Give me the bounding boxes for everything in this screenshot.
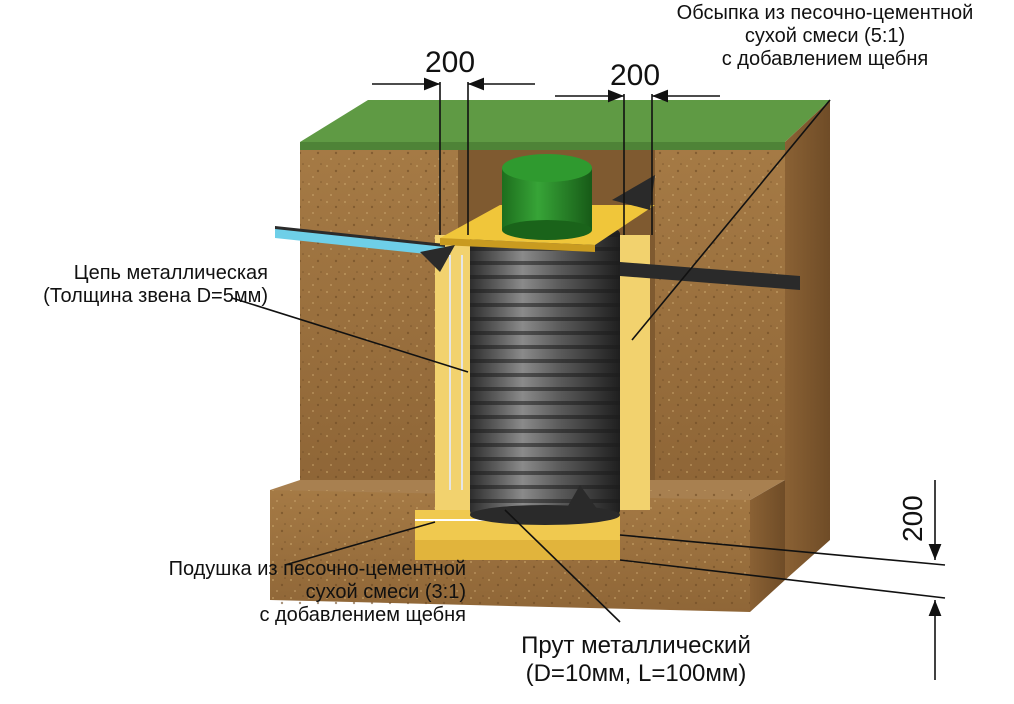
soil-base-side xyxy=(750,480,785,612)
dimension-lines xyxy=(231,77,946,680)
backfill-label-line-1: Обсыпка из песочно-цементной xyxy=(676,2,974,24)
grass-surface-edge xyxy=(300,142,785,150)
cushion-label-line-1: Подушка из песочно-цементной xyxy=(168,558,466,580)
backfill-label-line-2: сухой смеси (5:1) xyxy=(744,25,906,47)
anchor-bracket-top-left xyxy=(420,245,455,272)
dimension-left-gap: 200 xyxy=(425,46,475,79)
rod-label: Прут металлический (D=10мм, L=100мм) xyxy=(500,632,772,688)
anchor-bracket-top-right xyxy=(612,175,655,210)
soil-side xyxy=(785,100,830,580)
backfill-left xyxy=(435,235,470,510)
backfill-right xyxy=(620,235,650,510)
rod-label-line-2: (D=10мм, L=100мм) xyxy=(525,660,747,687)
backfill-label-line-3: с добавлением щебня xyxy=(721,48,929,70)
backfill-label: Обсыпка из песочно-цементной сухой смеси… xyxy=(640,2,1010,71)
inlet-pipe xyxy=(275,228,445,256)
backfill-cushion-front xyxy=(415,540,620,560)
dimension-bottom-layer: 200 xyxy=(897,495,928,542)
chain-label-line-2: (Толщина звена D=5мм) xyxy=(43,285,268,307)
cushion-label: Подушка из песочно-цементной сухой смеси… xyxy=(100,558,466,627)
grass-surface xyxy=(300,100,830,142)
chain-label: Цепь металлическая (Толщина звена D=5мм) xyxy=(0,262,268,308)
dimension-right-gap: 200 xyxy=(610,59,660,92)
rod-label-line-1: Прут металлический xyxy=(521,632,751,659)
chain-label-line-1: Цепь металлическая xyxy=(73,262,268,284)
cushion-label-line-3: с добавлением щебня xyxy=(259,604,466,626)
inlet-pipe-dark xyxy=(275,226,445,247)
metal-chain xyxy=(449,255,463,490)
anchor-bracket xyxy=(560,485,605,520)
cushion-label-line-2: сухой смеси (3:1) xyxy=(305,581,466,603)
outlet-pipe xyxy=(620,262,800,290)
